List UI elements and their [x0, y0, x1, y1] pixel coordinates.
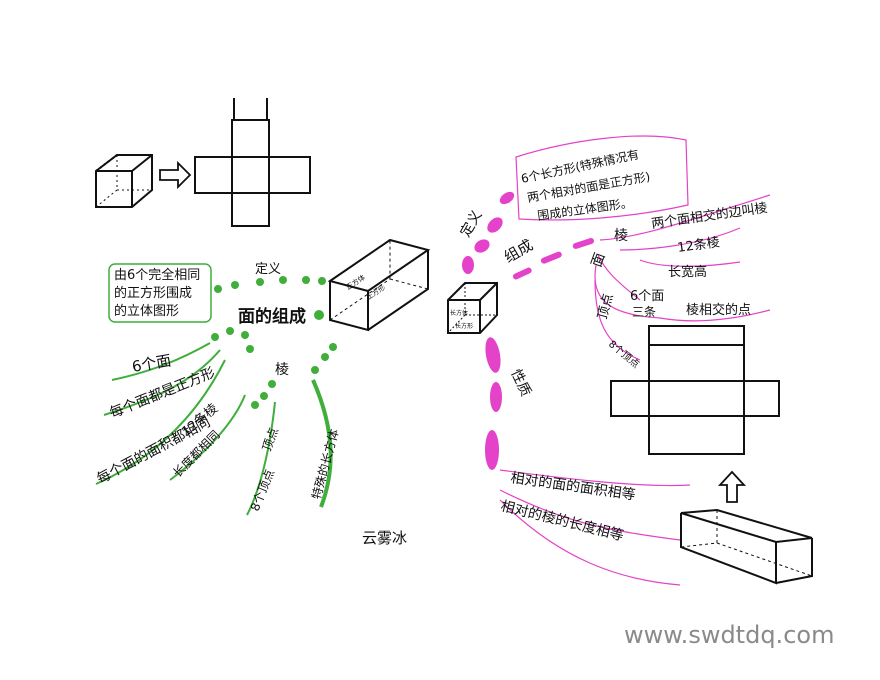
magenta-branch-lines — [499, 194, 771, 586]
cuboid-property-label: 性质 — [507, 367, 533, 399]
arrow-right-icon — [159, 160, 192, 190]
cube-definition-line-3: 的立体图形 — [114, 303, 179, 319]
cuboid-edge-meaning: 两个面相交的边叫棱 — [650, 200, 768, 232]
cube-edge-label: 棱 — [275, 362, 289, 378]
cube-vertex-label: 顶点 — [260, 426, 281, 453]
magenta-branch-shapes — [462, 191, 594, 470]
cuboid-face-count: 6个面 — [630, 289, 664, 304]
cube-sketch — [95, 154, 153, 208]
cuboid-vertex-three: 三条 — [632, 305, 656, 319]
cube-special-note: 特殊的长方体 — [308, 427, 341, 500]
cuboid-vertex-count: 8个顶点 — [606, 338, 642, 371]
cuboid-edge-label: 棱 — [614, 228, 628, 244]
center-cube-face-label-1: 长方体 — [450, 309, 468, 317]
cube-vertex-count: 8个顶点 — [248, 467, 277, 513]
cuboid-edge-count: 12条棱 — [676, 234, 720, 256]
cube-definition-label: 定义 — [255, 262, 281, 277]
cuboid-net — [610, 325, 780, 455]
cube-components-label: 面的组成 — [238, 306, 306, 327]
green-dot-branches — [211, 276, 337, 409]
cuboid-edge-dims: 长宽高 — [668, 264, 707, 280]
cuboid-vertex-meaning: 棱相交的点 — [686, 302, 751, 318]
cube-definition-line-1: 由6个完全相同 — [114, 267, 200, 283]
cuboid-definition-box: 6个长方形(特殊情况有 两个相对的面是正方形) 围成的立体图形。 — [515, 135, 689, 223]
cuboid-vertex-label: 顶点 — [595, 292, 616, 321]
cuboid-definition-label: 定义 — [458, 208, 486, 240]
cube-net — [194, 98, 311, 227]
center-cube-face-label-2: 长方形 — [455, 322, 473, 330]
cube-face-count: 6个面 — [131, 351, 173, 376]
cuboid-components-label: 组成 — [501, 236, 536, 267]
center-cube-sketch — [447, 282, 498, 334]
watermark: www.swdtdq.com — [624, 621, 834, 649]
cube-definition-box: 由6个完全相同 的正方形围成 的立体图形 — [108, 263, 212, 323]
author-signature: 云雾冰 — [362, 529, 407, 547]
green-branch-lines — [95, 342, 333, 516]
cuboid-face-label: 面 — [589, 251, 609, 270]
cuboid-property-2: 相对的棱的长度相等 — [499, 497, 625, 544]
arrow-up-icon — [717, 470, 747, 503]
cuboid-sketch — [680, 508, 813, 585]
cuboid-property-1: 相对的面的面积相等 — [509, 469, 636, 503]
cube-definition-line-2: 的正方形围成 — [114, 285, 192, 301]
long-box-sketch — [327, 238, 431, 332]
